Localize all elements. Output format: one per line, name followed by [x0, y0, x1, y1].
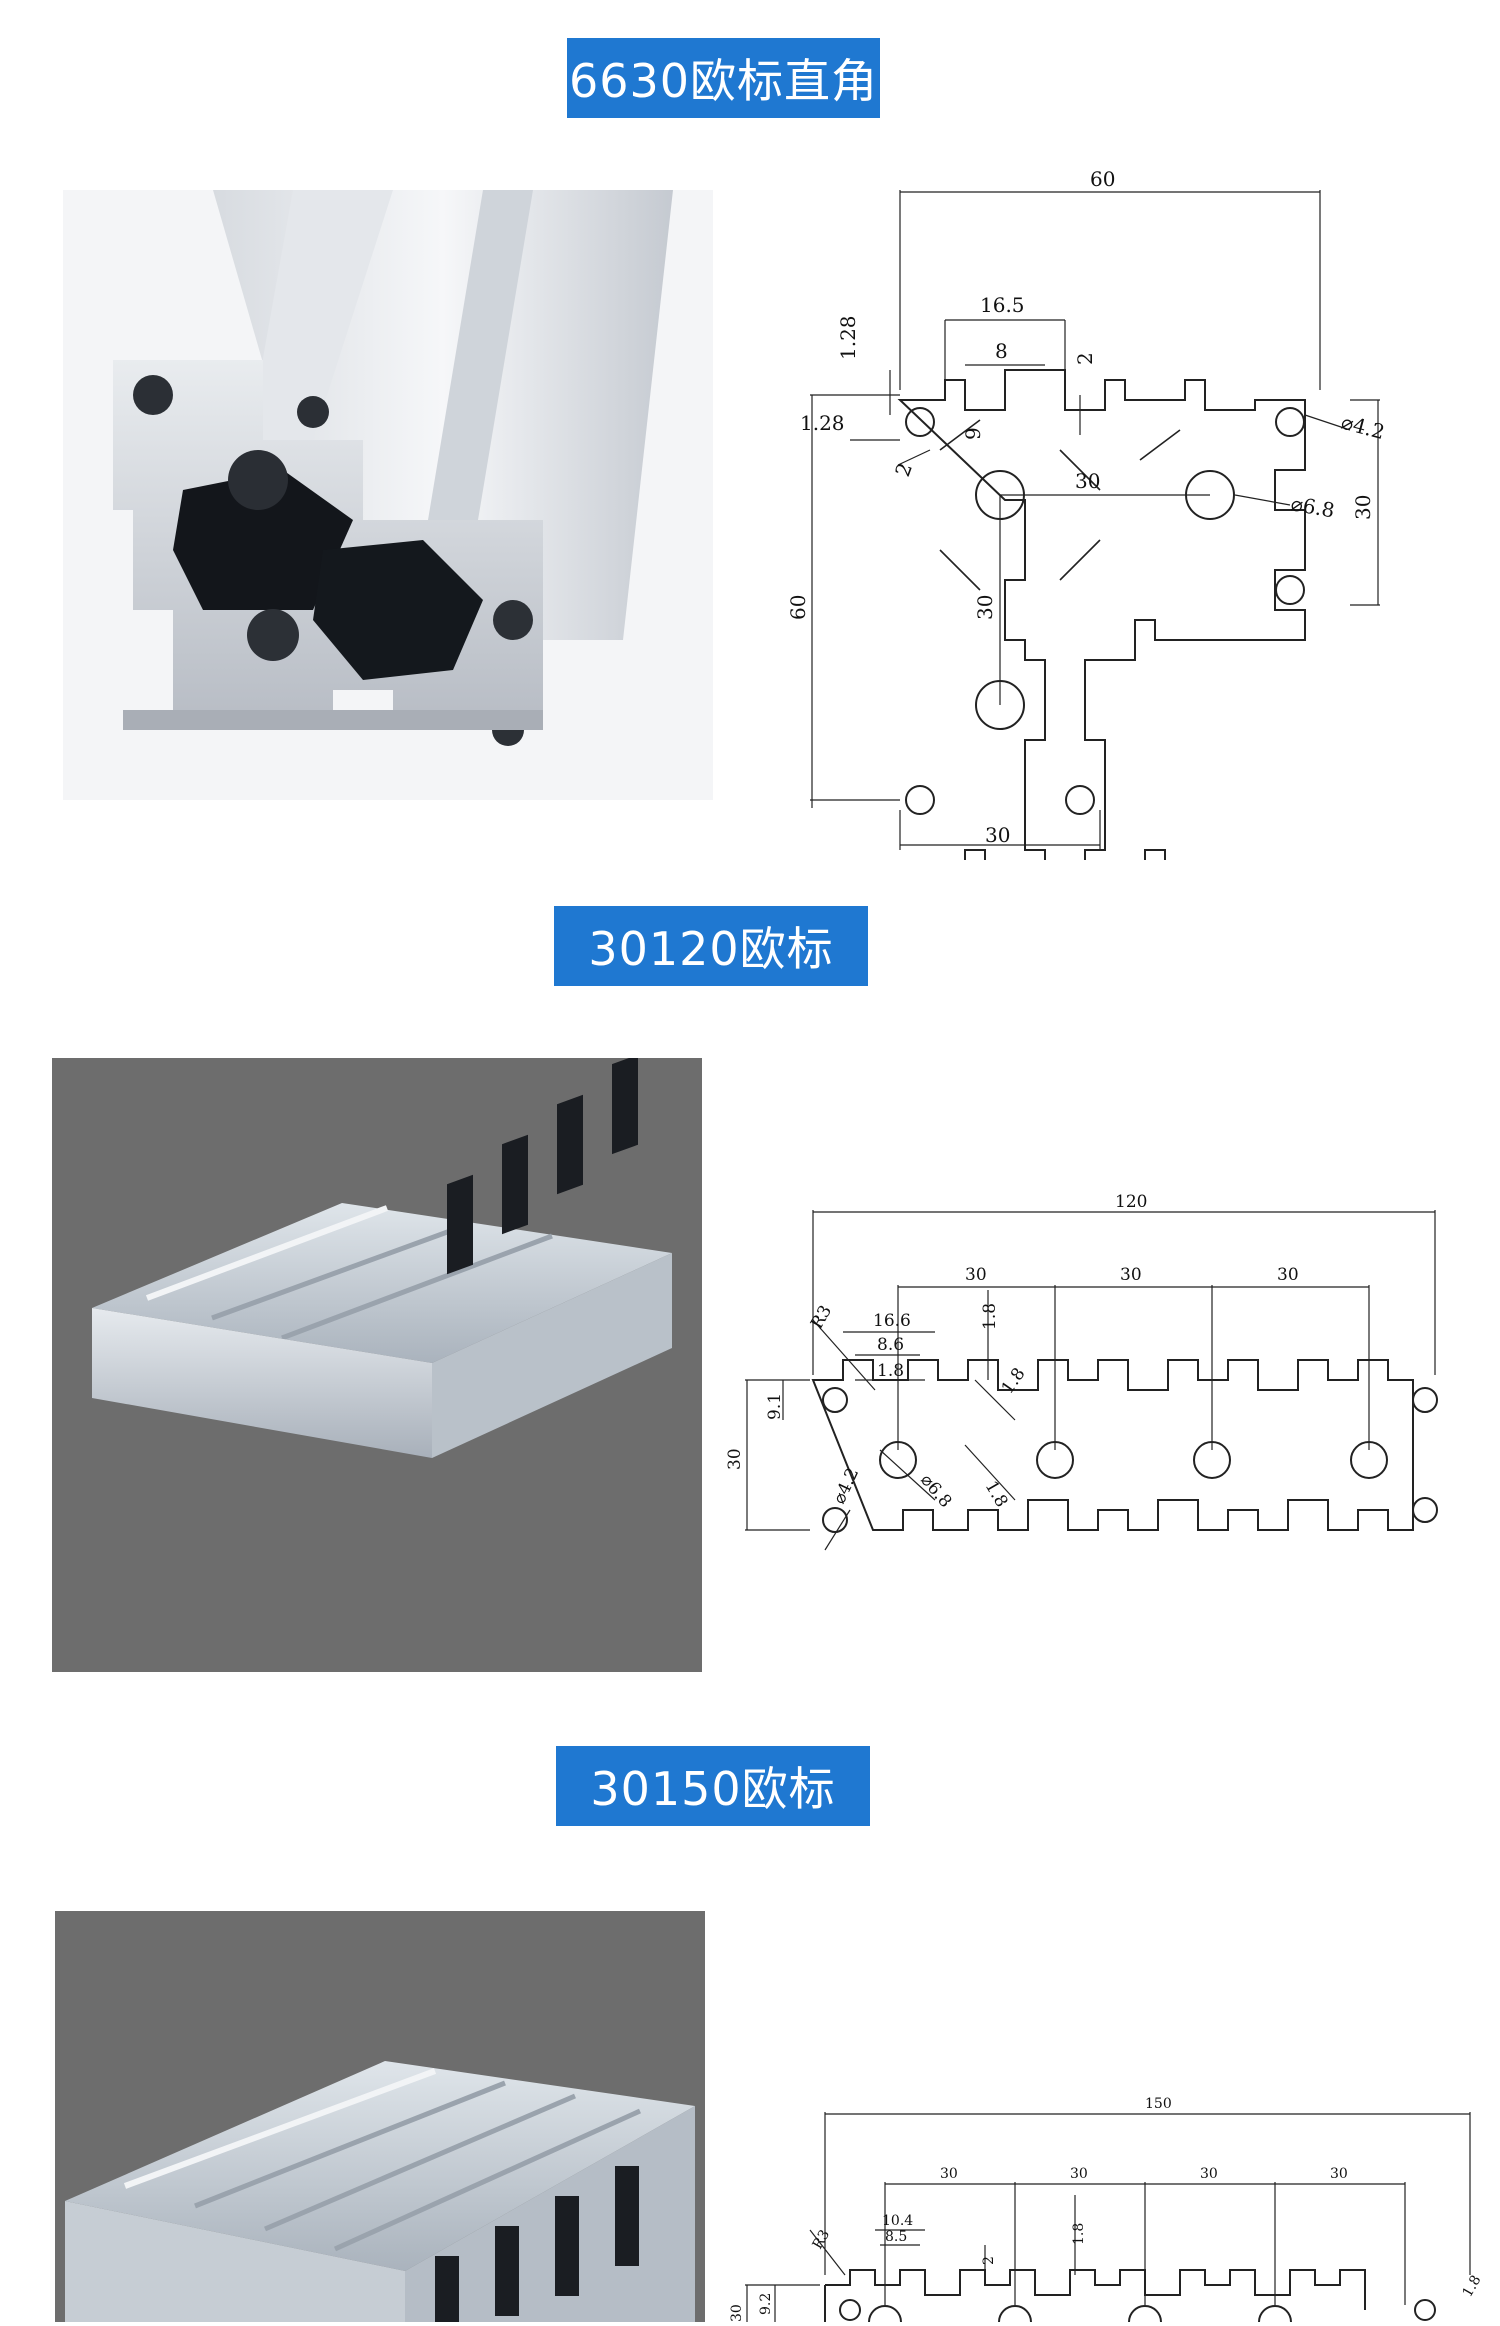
dim-pitch-horizontal: 30	[1075, 469, 1100, 493]
dim-slot-depth: 9.1	[765, 1393, 785, 1420]
drawing-30120: 120 30 30 30 16.6 8.6 1.8 1.8 1.8 1.8 9.…	[725, 1180, 1455, 1580]
dim-slot-inner: 8.5	[885, 2229, 907, 2245]
dim-pitch-1: 30	[940, 2166, 958, 2182]
dim-corner-hole: ⌀4.2	[1339, 410, 1388, 445]
dim-total-height: 60	[786, 595, 810, 620]
dim-slot-depth: 9	[961, 427, 985, 440]
dim-height: 30	[725, 1448, 745, 1470]
dim-wall-corner: 1.8	[1460, 2273, 1480, 2300]
dim-lip-top: 1.28	[836, 315, 860, 360]
dim-pitch-vertical: 30	[973, 595, 997, 620]
dim-leg-height: 30	[1351, 495, 1375, 520]
dim-slot-depth: 9.2	[758, 2293, 774, 2315]
drawing-6630: 60 16.5 8 1.28 1.28 2 2 9 30 30 ⌀6.8 ⌀4.…	[780, 160, 1420, 911]
dim-corner-hole: ⌀4.2	[829, 1465, 863, 1507]
section-title-30150: 30150欧标	[556, 1746, 870, 1826]
dim-center-hole: ⌀6.8	[916, 1470, 955, 1511]
dim-slot-width: 16.5	[980, 293, 1025, 317]
dim-pitch-4: 30	[1330, 2166, 1348, 2182]
product-photo-30150	[55, 1911, 705, 2322]
dim-bottom-width: 30	[985, 823, 1010, 847]
product-photo-30120	[52, 1058, 702, 1672]
dim-pitch-3: 30	[1277, 1265, 1299, 1285]
dim-wall-side: 1.8	[1071, 2223, 1087, 2245]
dim-lip: 1.8	[877, 1361, 904, 1381]
dim-pitch-2: 30	[1120, 1265, 1142, 1285]
dim-wall-diagonal-2: 1.8	[981, 1478, 1012, 1511]
dim-lip-side: 1.28	[800, 411, 845, 435]
dim-center-hole: ⌀6.8	[1289, 491, 1336, 522]
dim-slot-width: 16.6	[873, 1311, 911, 1331]
dim-slot-width: 10.4	[882, 2213, 913, 2229]
profile-outline	[897, 369, 1306, 911]
section-title-6630: 6630欧标直角	[567, 38, 880, 118]
dim-wall: 2	[981, 2256, 997, 2265]
product-photo-6630	[63, 190, 713, 800]
profile-outline	[824, 2269, 1366, 2322]
dim-slot-inner: 8	[995, 339, 1008, 363]
dim-height: 30	[729, 2304, 745, 2322]
section-title-30120: 30120欧标	[554, 906, 868, 986]
drawing-30150: 150 30 30 30 30 10.4 8.5 2 1.8 1.8 9.2 3…	[725, 2070, 1485, 2326]
profile-outline	[811, 1359, 1414, 1531]
dim-pitch-2: 30	[1070, 2166, 1088, 2182]
dim-slot-inner: 8.6	[877, 1335, 904, 1355]
dim-pitch-3: 30	[1200, 2166, 1218, 2182]
dim-wall-top: 1.8	[980, 1303, 1000, 1330]
dim-pitch-1: 30	[965, 1265, 987, 1285]
dim-wall-diagonal: 1.8	[998, 1364, 1030, 1398]
dim-wall: 2	[1073, 352, 1097, 365]
dim-total-width: 120	[1115, 1192, 1147, 1212]
dim-corner-radius: R3	[810, 2227, 834, 2252]
dim-total-width: 150	[1145, 2096, 1172, 2112]
dim-corner-radius: R3	[807, 1302, 836, 1332]
dim-total-width: 60	[1090, 167, 1115, 191]
